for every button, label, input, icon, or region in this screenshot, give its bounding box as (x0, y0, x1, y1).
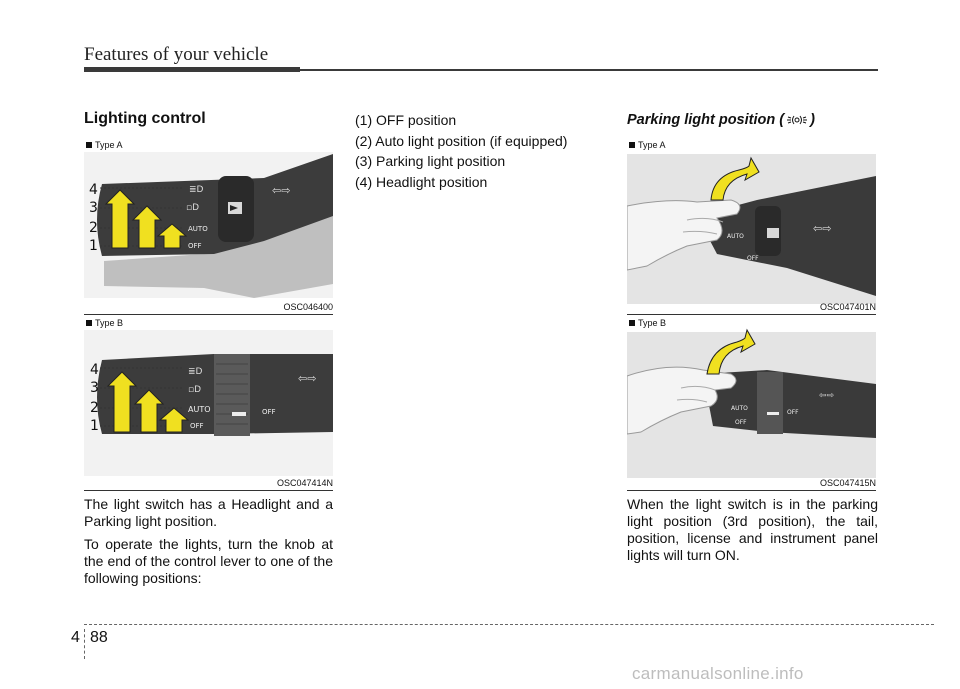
header-bar (84, 67, 300, 72)
svg-text:2: 2 (89, 220, 98, 236)
figure-label: Type A (86, 140, 123, 150)
svg-text:▫D: ▫D (186, 203, 199, 213)
svg-text:≣D: ≣D (188, 367, 203, 377)
bullet-square-icon (86, 142, 92, 148)
svg-text:3: 3 (90, 380, 99, 396)
figure-label: Type A (629, 140, 666, 150)
page-number-divider (84, 629, 85, 659)
svg-text:OFF: OFF (787, 409, 799, 416)
svg-text:≣D: ≣D (189, 185, 204, 195)
figure-rule (84, 314, 333, 315)
svg-text:2: 2 (90, 400, 99, 416)
svg-text:OFF: OFF (735, 419, 747, 426)
bullet-square-icon (629, 142, 635, 148)
bullet-square-icon (86, 320, 92, 326)
figure-rule (84, 490, 333, 491)
hand-turning-knob-type-b: AUTO OFF OFF ⇦⇨ (627, 328, 876, 478)
list-item: (2) Auto light position (if equipped) (355, 132, 568, 149)
paragraph: To operate the lights, turn the knob at … (84, 536, 333, 586)
position-list: (1) OFF position (2) Auto light position… (355, 110, 567, 192)
footer-rule (84, 624, 934, 625)
figure-label: Type B (629, 318, 666, 328)
svg-text:⇦⇨: ⇦⇨ (272, 184, 290, 197)
hand-turning-knob-type-a: ⇦⇨ AUTO OFF (627, 154, 876, 304)
svg-text:1: 1 (90, 418, 99, 434)
list-item: (3) Parking light position (355, 153, 506, 169)
figure-type-b-right: Type B AUTO OFF OFF ⇦⇨ OSC047415N (627, 314, 876, 490)
stalk-illustration-type-a: ≣D ▫D AUTO OFF ⇦⇨ 4 3 2 1 (84, 152, 333, 298)
figure-type-a-right: Type A ⇦⇨ AUTO OFF OSC047401N (627, 136, 876, 314)
lighting-description: The light switch has a Headlight and a P… (84, 496, 333, 593)
svg-text:▫D: ▫D (188, 385, 201, 395)
svg-text:OFF: OFF (188, 242, 202, 250)
watermark: carmanualsonline.info (632, 664, 804, 683)
stalk-illustration-type-b: ≣D ▫D AUTO OFF OFF ⇦⇨ 4 3 2 1 (84, 330, 333, 476)
header-rule (300, 69, 878, 71)
figure-type-a-left: Type A ≣D ▫D AUTO OFF ⇦⇨ 4 3 2 1 OSC0464… (84, 136, 333, 314)
page-number: 88 (90, 629, 108, 646)
svg-text:1: 1 (89, 238, 98, 254)
figure-type-b-left: Type B ≣D ▫D AUTO OFF OFF ⇦⇨ 4 3 2 1 O (84, 314, 333, 490)
list-item: (1) OFF position (355, 112, 457, 128)
figure-rule (627, 314, 876, 315)
figure-code: OSC046400 (283, 302, 333, 312)
parking-light-description: When the light switch is in the parking … (627, 496, 878, 570)
svg-text:AUTO: AUTO (727, 233, 744, 240)
figure-code: OSC047401N (819, 302, 876, 312)
paragraph: The light switch has a Headlight and a P… (84, 496, 333, 529)
svg-text:4: 4 (90, 362, 99, 378)
bullet-square-icon (629, 320, 635, 326)
chapter-number: 4 (71, 629, 80, 646)
svg-text:⇦⇨: ⇦⇨ (298, 372, 316, 385)
figure-label: Type B (86, 318, 123, 328)
svg-text:⇦⇨: ⇦⇨ (819, 391, 835, 401)
header-title: Features of your vehicle (84, 44, 269, 65)
parking-light-title: Parking light position ( ) (627, 112, 815, 128)
list-item: (4) Headlight position (355, 173, 488, 190)
svg-text:⇦⇨: ⇦⇨ (813, 222, 831, 235)
section-title: Lighting control (84, 110, 206, 127)
svg-text:OFF: OFF (190, 422, 204, 430)
paragraph: When the light switch is in the parking … (627, 496, 878, 563)
figure-code: OSC047414N (276, 478, 333, 488)
figure-code: OSC047415N (819, 478, 876, 488)
svg-text:OFF: OFF (262, 408, 276, 416)
figure-rule (627, 490, 876, 491)
parking-light-icon (787, 115, 808, 125)
svg-text:OFF: OFF (747, 255, 759, 262)
svg-text:AUTO: AUTO (188, 225, 208, 233)
svg-text:3: 3 (89, 200, 98, 216)
svg-text:AUTO: AUTO (188, 405, 211, 414)
svg-text:4: 4 (89, 182, 98, 198)
svg-text:AUTO: AUTO (731, 405, 748, 412)
